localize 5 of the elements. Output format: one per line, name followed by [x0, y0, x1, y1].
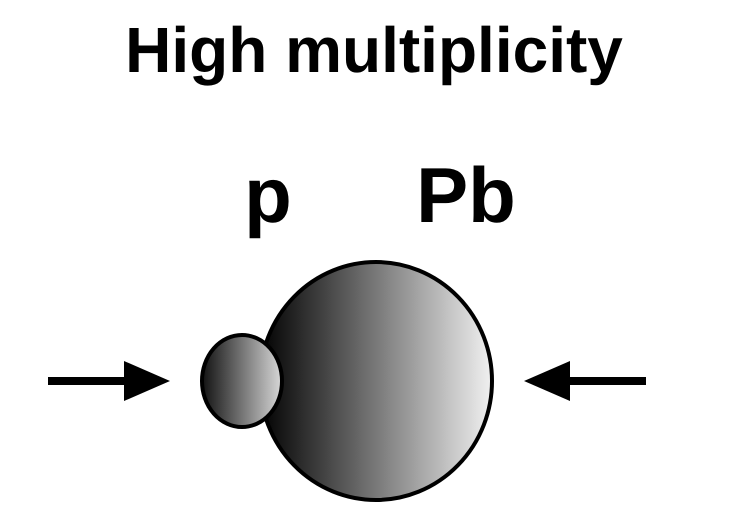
particle-label: p	[243, 153, 293, 237]
arrow	[48, 361, 170, 401]
particle-label: Pb	[415, 153, 517, 237]
arrow	[524, 361, 646, 401]
diagram-title: High multiplicity	[124, 13, 624, 88]
